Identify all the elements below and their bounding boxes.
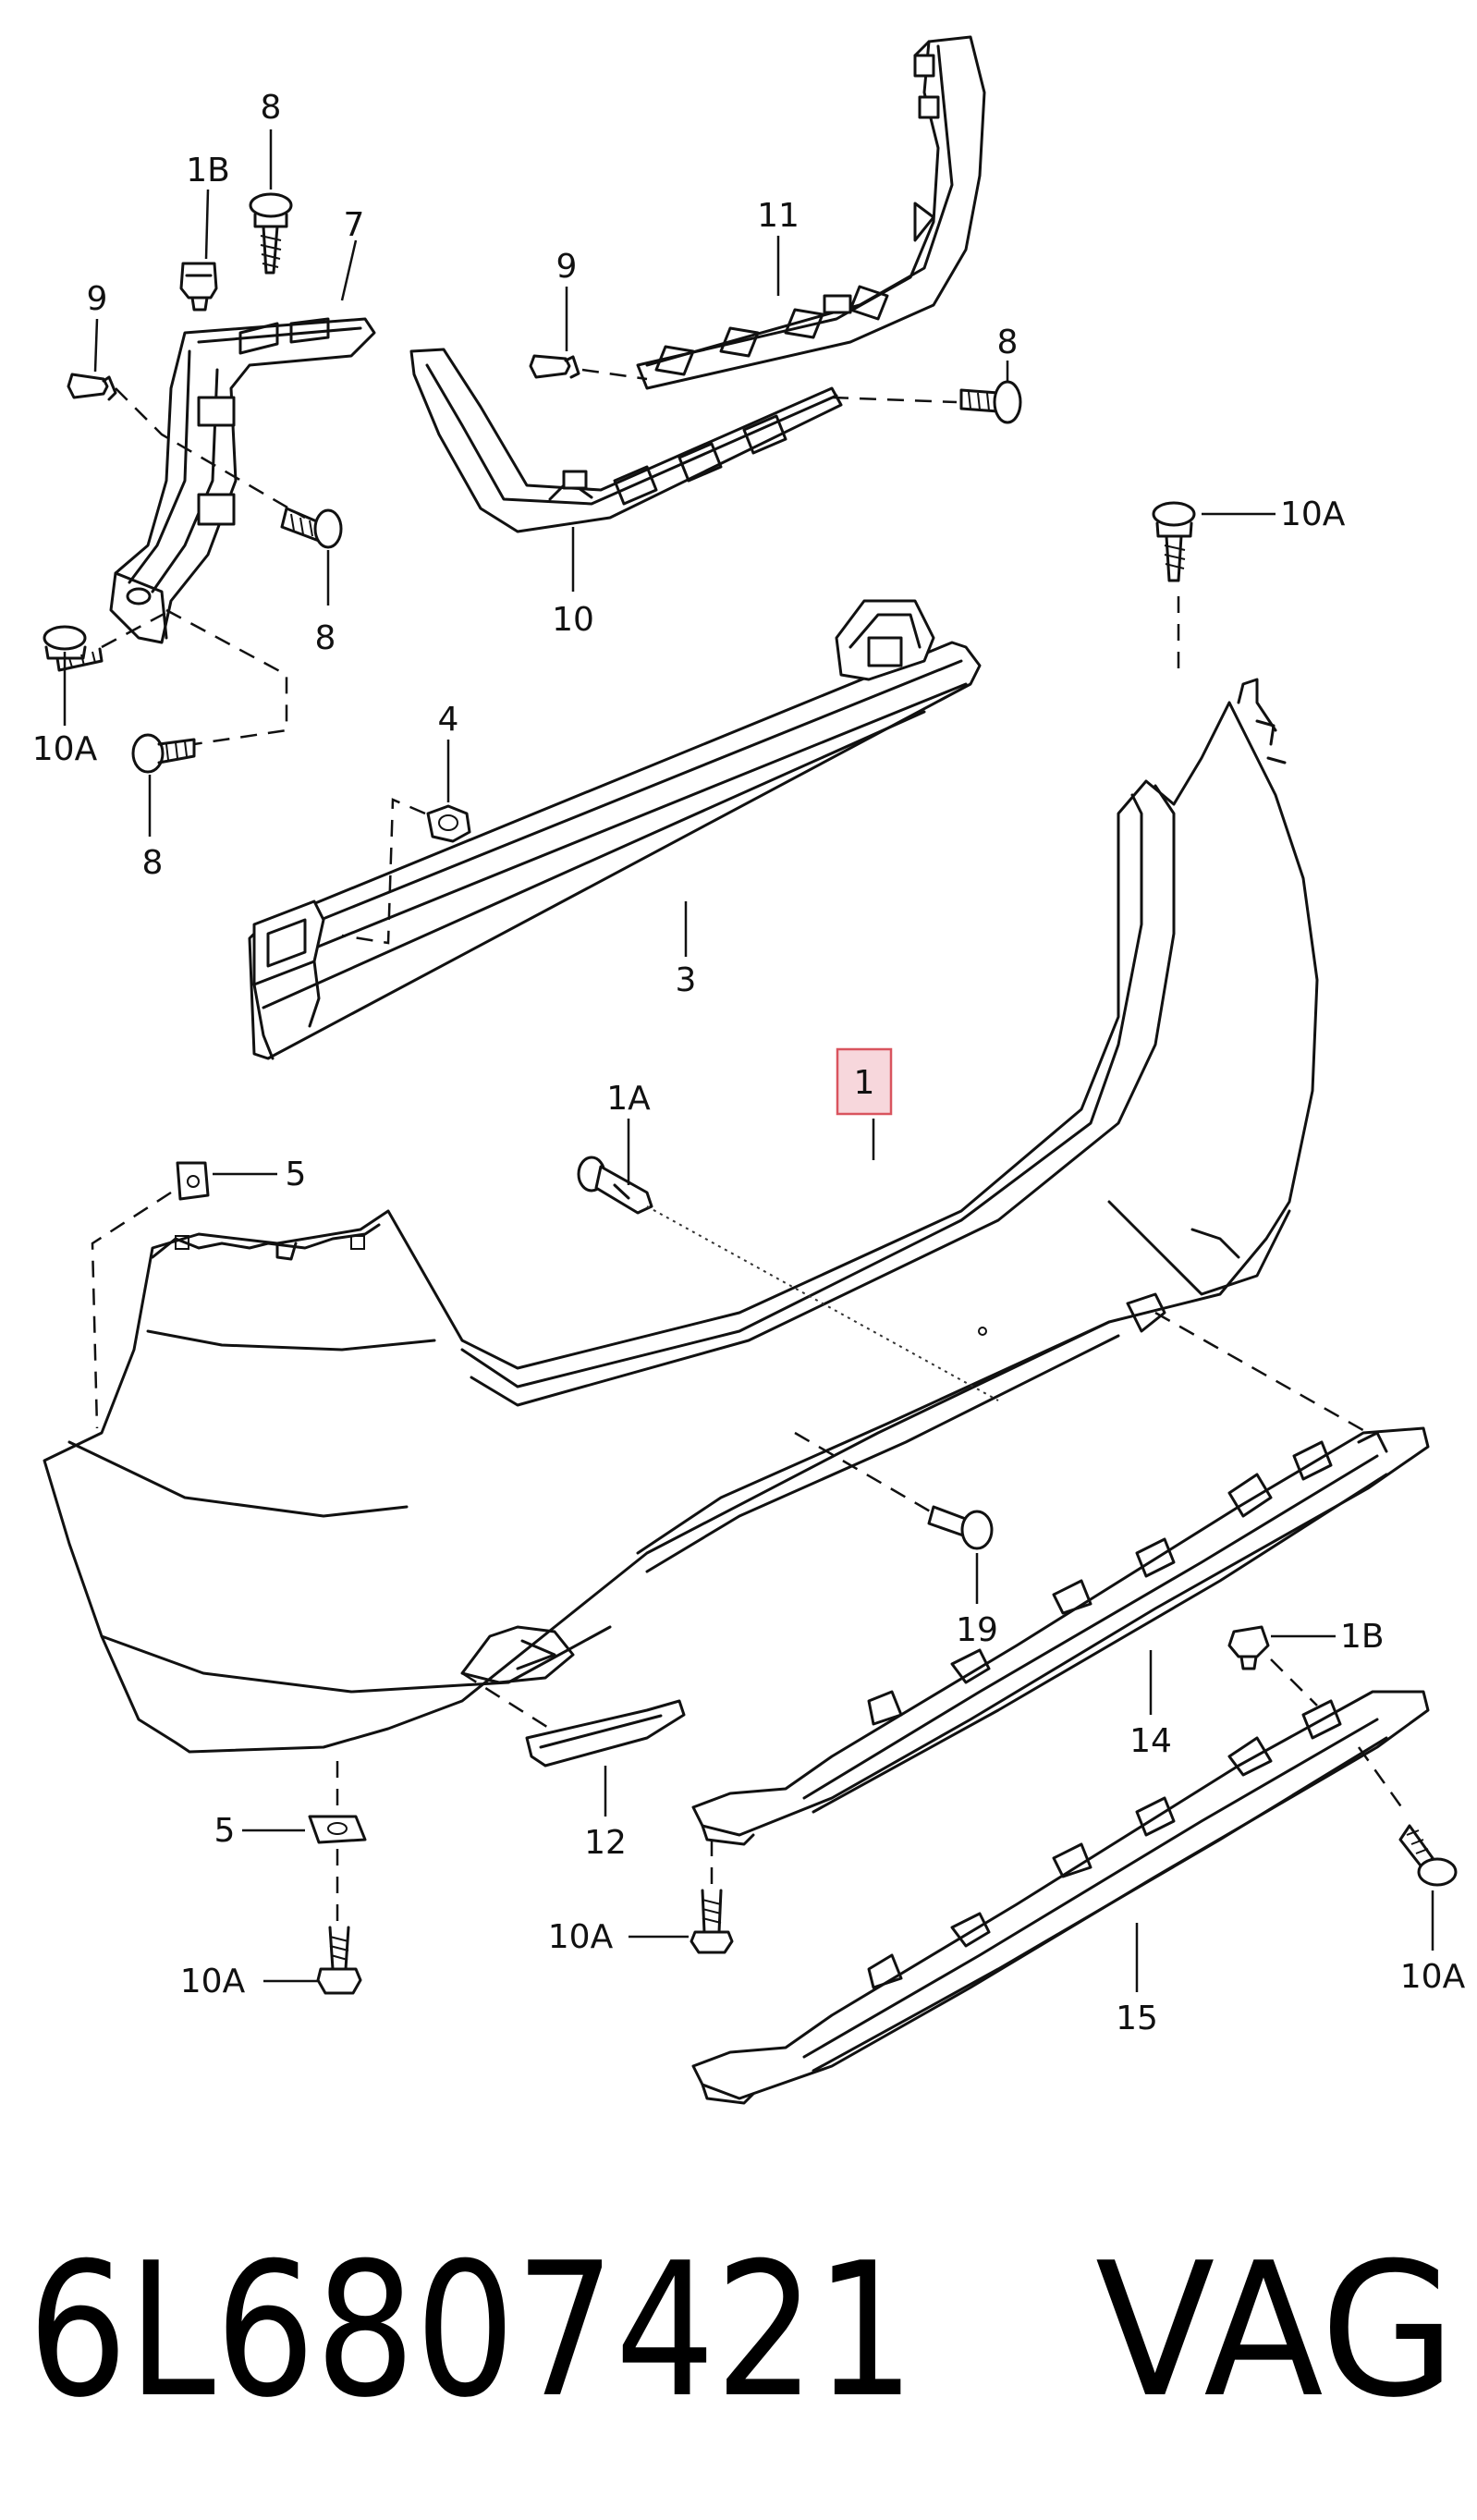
callout-1b-top: 1B bbox=[186, 152, 230, 190]
screw-10a-top-right bbox=[1152, 501, 1196, 582]
impact-beam-part-3 bbox=[248, 599, 982, 1060]
callout-8-lower: 8 bbox=[142, 844, 164, 882]
callout-14: 14 bbox=[1129, 1722, 1172, 1760]
callout-19: 19 bbox=[956, 1611, 998, 1649]
callout-9-left: 9 bbox=[87, 280, 108, 318]
callout-8-top: 8 bbox=[261, 89, 282, 127]
callout-1-highlight bbox=[836, 1047, 893, 1116]
pin-9-mid bbox=[529, 354, 580, 379]
callout-labels: 8 1B 7 9 8 10A 8 9 11 8 10 10A 4 3 1A 1 … bbox=[32, 89, 1466, 2037]
bumper-cover-part-1 bbox=[43, 678, 1319, 1754]
screw-19 bbox=[794, 1431, 994, 1550]
callout-10a-left: 10A bbox=[32, 730, 98, 768]
callout-11: 11 bbox=[757, 197, 800, 235]
callout-10a-mid: 10A bbox=[548, 1918, 614, 1956]
callout-10a-bottom-right: 10A bbox=[1400, 1958, 1466, 1996]
callout-10: 10 bbox=[552, 601, 594, 639]
brand-name: VAG bbox=[1095, 2223, 1456, 2439]
trim-part-12 bbox=[525, 1699, 686, 1768]
screw-8-right bbox=[959, 380, 1022, 424]
callout-15: 15 bbox=[1116, 2000, 1158, 2037]
nut-part-4 bbox=[426, 804, 471, 843]
tab-5-top bbox=[176, 1161, 210, 1201]
callout-9-mid: 9 bbox=[556, 248, 578, 286]
callout-1: 1 bbox=[854, 1064, 875, 1102]
tab-5-bottom bbox=[308, 1761, 367, 1923]
guide-part-11 bbox=[636, 35, 986, 390]
pin-9-left bbox=[67, 373, 117, 401]
screw-8-lower bbox=[131, 733, 196, 774]
part-number: 6L6807421 bbox=[28, 2223, 915, 2439]
callout-1a: 1A bbox=[606, 1080, 651, 1118]
screw-10a-bottom-left bbox=[316, 1926, 362, 1995]
callout-8-right: 8 bbox=[997, 324, 1019, 361]
callout-4: 4 bbox=[438, 701, 459, 739]
guide-part-10 bbox=[409, 348, 843, 533]
callout-1b-right: 1B bbox=[1340, 1618, 1385, 1656]
screw-8-top bbox=[249, 192, 293, 275]
screw-10a-left bbox=[43, 625, 104, 672]
pin-1a bbox=[577, 1156, 653, 1215]
diffuser-part-15 bbox=[691, 1690, 1430, 2105]
callout-12: 12 bbox=[584, 1824, 627, 1862]
leader-lines bbox=[63, 129, 1434, 1992]
screw-8-bracket bbox=[280, 507, 343, 549]
screw-10a-bottom-right bbox=[1398, 1824, 1458, 1887]
callout-3: 3 bbox=[676, 961, 697, 999]
clip-1b-top bbox=[179, 262, 218, 312]
screw-10a-mid bbox=[690, 1840, 734, 1954]
callout-5-top: 5 bbox=[286, 1156, 307, 1193]
callout-7: 7 bbox=[344, 206, 365, 244]
callout-5-bottom: 5 bbox=[214, 1812, 236, 1850]
diffuser-part-14 bbox=[691, 1426, 1430, 1846]
callout-8-bracket: 8 bbox=[315, 619, 336, 657]
callout-10a-bottom-left: 10A bbox=[180, 1963, 246, 2000]
callout-10a-top-right: 10A bbox=[1280, 495, 1346, 533]
left-bracket-part-7 bbox=[109, 317, 376, 644]
clip-1b-right bbox=[1227, 1625, 1270, 1670]
